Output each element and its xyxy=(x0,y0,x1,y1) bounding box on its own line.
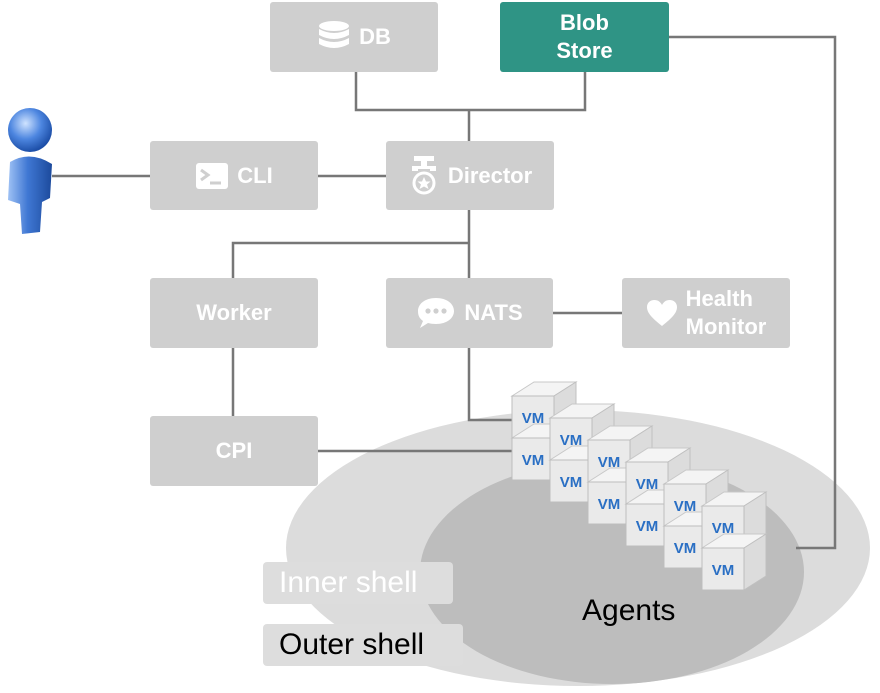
vm-label: VM xyxy=(712,520,735,537)
vm-label: VM xyxy=(560,432,583,449)
vm-label: VM xyxy=(674,498,697,515)
cli-node[interactable]: CLI xyxy=(150,141,318,210)
outer-shell-label: Outer shell xyxy=(263,624,463,666)
blob-store-label-line1: Blob xyxy=(560,10,609,35)
vm-cluster: VM VM VM VM VM VM VM VM VM VM VM VM xyxy=(510,381,768,591)
vm-label: VM xyxy=(712,562,735,579)
director-label: Director xyxy=(447,162,533,188)
chat-bubble-icon xyxy=(416,296,456,330)
database-icon xyxy=(317,20,351,54)
nats-label: NATS xyxy=(464,300,523,325)
worker-label: Worker xyxy=(196,300,272,325)
db-node[interactable]: DB xyxy=(270,2,438,72)
cpi-node[interactable]: CPI xyxy=(150,416,318,486)
director-node[interactable]: Director xyxy=(386,141,554,210)
vm-label: VM xyxy=(636,518,659,535)
health-monitor-node[interactable]: Health Monitor xyxy=(622,278,790,348)
vm-label: VM xyxy=(522,410,545,427)
vm-label: VM xyxy=(598,496,621,513)
vm-label: VM xyxy=(674,540,697,557)
agents-label: Agents xyxy=(582,594,676,627)
cpi-label: CPI xyxy=(215,438,253,463)
vm-label: VM xyxy=(560,474,583,491)
health-monitor-label-line1: Health xyxy=(685,286,753,311)
heart-icon xyxy=(646,299,678,327)
connectors xyxy=(52,35,837,550)
blob-store-node[interactable]: Blob Store xyxy=(500,2,669,72)
user-figure-icon xyxy=(8,108,52,234)
nats-node[interactable]: NATS xyxy=(386,278,553,348)
db-label: DB xyxy=(359,24,391,49)
inner-shell-label: Inner shell xyxy=(263,562,453,604)
vm-cube: VM xyxy=(700,533,768,591)
vm-label: VM xyxy=(522,452,545,469)
vm-label: VM xyxy=(636,476,659,493)
blob-store-label-line2: Store xyxy=(556,38,613,63)
crane-claw-icon xyxy=(408,155,440,196)
worker-node[interactable]: Worker xyxy=(150,278,318,348)
vm-label: VM xyxy=(598,454,621,471)
health-monitor-label-line2: Monitor xyxy=(685,314,767,339)
terminal-icon xyxy=(195,162,229,190)
cli-label: CLI xyxy=(237,162,273,188)
